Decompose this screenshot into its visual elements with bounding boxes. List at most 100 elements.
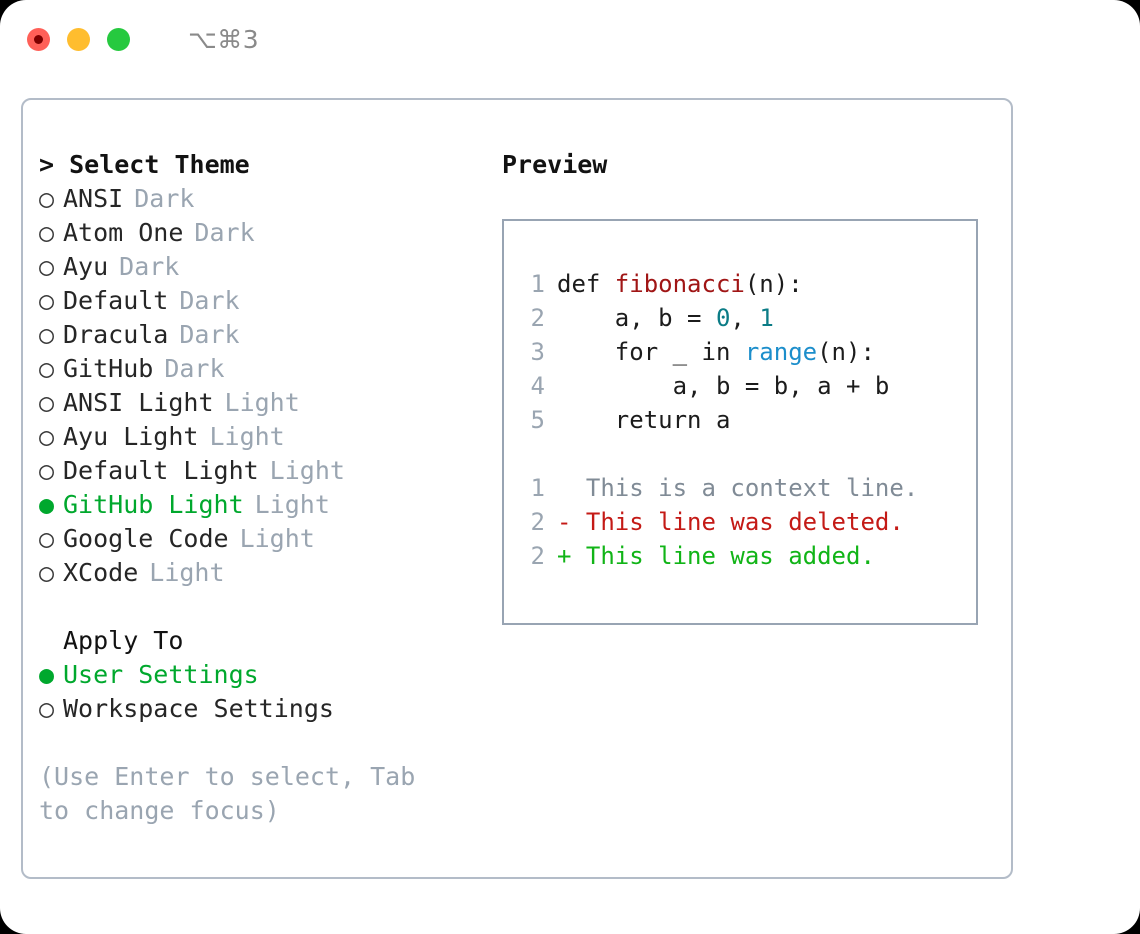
apply-to-option-label: Workspace Settings xyxy=(63,694,334,723)
theme-option-label: GitHub Light xyxy=(63,490,244,519)
apply-to-list: ● User Settings ○ Workspace Settings xyxy=(39,658,484,726)
code-diff-gap xyxy=(515,437,972,471)
theme-variant-label: Light xyxy=(239,524,315,553)
radio-unselected-icon[interactable]: ○ xyxy=(39,320,55,349)
code-token-plain: def xyxy=(557,270,615,298)
theme-option-google-code[interactable]: ○ Google Code Light xyxy=(39,522,484,556)
apply-to-option-label: User Settings xyxy=(63,660,259,689)
theme-variant-label: Dark xyxy=(134,184,195,213)
theme-option-label: ANSI xyxy=(63,184,124,213)
theme-variant-label: Dark xyxy=(179,286,240,315)
radio-unselected-icon[interactable]: ○ xyxy=(39,456,55,485)
apply-to-heading: Apply To xyxy=(63,626,184,655)
theme-variant-label: Dark xyxy=(194,218,255,247)
radio-unselected-icon[interactable]: ○ xyxy=(39,286,55,315)
theme-variant-label: Dark xyxy=(164,354,225,383)
line-number: 2 xyxy=(530,542,545,570)
line-number: 1 xyxy=(530,474,545,502)
minimize-button[interactable] xyxy=(67,27,90,51)
apply-to-option-user-settings[interactable]: ● User Settings xyxy=(39,658,484,692)
diff-line-ctx: 1 This is a context line. xyxy=(515,471,972,505)
line-number: 4 xyxy=(530,372,545,400)
code-token-plain: , xyxy=(730,304,760,332)
radio-unselected-icon[interactable]: ○ xyxy=(39,422,55,451)
theme-option-label: ANSI Light xyxy=(63,388,214,417)
code-token-num: 1 xyxy=(759,304,774,332)
theme-option-ansi[interactable]: ○ ANSI Dark xyxy=(39,182,484,216)
theme-variant-label: Dark xyxy=(179,320,240,349)
theme-option-label: Ayu Light xyxy=(63,422,199,451)
theme-option-label: Default Light xyxy=(63,456,259,485)
code-line: 5 return a xyxy=(515,403,972,437)
theme-option-ansi-light[interactable]: ○ ANSI Light Light xyxy=(39,386,484,420)
preview-heading: Preview xyxy=(502,150,608,179)
diff-line-text: This line was deleted. xyxy=(585,508,904,536)
code-line-text: def fibonacci(n): xyxy=(557,267,803,301)
code-token-plain: return a xyxy=(557,406,731,434)
close-button[interactable] xyxy=(27,27,50,51)
diff-line-text: This line was added. xyxy=(585,542,875,570)
code-line: 4 a, b = b, a + b xyxy=(515,369,972,403)
code-token-plain: (n): xyxy=(744,270,803,298)
diff-line-add: 2 + This line was added. xyxy=(515,539,972,573)
radio-unselected-icon[interactable]: ○ xyxy=(39,184,55,213)
keyboard-shortcut-label: ⌥⌘3 xyxy=(188,24,260,54)
code-token-num: 0 xyxy=(715,304,731,332)
theme-option-label: XCode xyxy=(63,558,139,587)
radio-unselected-icon[interactable]: ○ xyxy=(39,524,55,553)
line-number: 1 xyxy=(530,270,545,298)
code-token-builtin: range xyxy=(744,338,818,366)
theme-option-label: GitHub xyxy=(63,354,154,383)
code-token-plain: (n): xyxy=(817,338,875,366)
list-spacer xyxy=(39,590,484,624)
code-token-plain: for _ in xyxy=(557,338,745,366)
diff-marker xyxy=(557,471,586,505)
theme-variant-label: Light xyxy=(149,558,225,587)
maximize-button[interactable] xyxy=(107,27,130,51)
radio-selected-icon[interactable]: ● xyxy=(39,490,55,519)
theme-option-label: Ayu xyxy=(63,252,109,281)
theme-option-github[interactable]: ○ GitHub Dark xyxy=(39,352,484,386)
select-theme-heading: > Select Theme xyxy=(39,150,250,179)
radio-unselected-icon[interactable]: ○ xyxy=(39,558,55,587)
code-token-plain: a, b = b, a + b xyxy=(557,372,890,400)
code-line-text: a, b = 0, 1 xyxy=(557,301,774,335)
line-number: 3 xyxy=(530,338,545,366)
code-line: 2 a, b = 0, 1 xyxy=(515,301,972,335)
theme-option-xcode[interactable]: ○ XCode Light xyxy=(39,556,484,590)
code-token-fn: fibonacci xyxy=(614,270,745,298)
radio-unselected-icon[interactable]: ○ xyxy=(39,694,55,723)
radio-unselected-icon[interactable]: ○ xyxy=(39,252,55,281)
diff-marker: + xyxy=(557,542,586,570)
apply-to-option-workspace-settings[interactable]: ○ Workspace Settings xyxy=(39,692,484,726)
radio-unselected-icon[interactable]: ○ xyxy=(39,354,55,383)
theme-option-label: Google Code xyxy=(63,524,229,553)
line-number: 2 xyxy=(530,508,545,536)
code-line-text: a, b = b, a + b xyxy=(557,369,890,403)
radio-unselected-icon[interactable]: ○ xyxy=(39,388,55,417)
radio-selected-icon[interactable]: ● xyxy=(39,660,55,689)
code-line-text: for _ in range(n): xyxy=(557,335,875,369)
diff-marker: - xyxy=(557,508,586,536)
radio-unselected-icon[interactable]: ○ xyxy=(39,218,55,247)
diff-line-del: 2- This line was deleted. xyxy=(515,505,972,539)
line-number: 5 xyxy=(530,406,545,434)
code-line-text: return a xyxy=(557,403,731,437)
diff-sample: 1 This is a context line.2- This line wa… xyxy=(515,471,972,573)
theme-variant-label: Light xyxy=(224,388,300,417)
code-line: 3 for _ in range(n): xyxy=(515,335,972,369)
title-bar: ⌥⌘3 xyxy=(0,0,1140,78)
